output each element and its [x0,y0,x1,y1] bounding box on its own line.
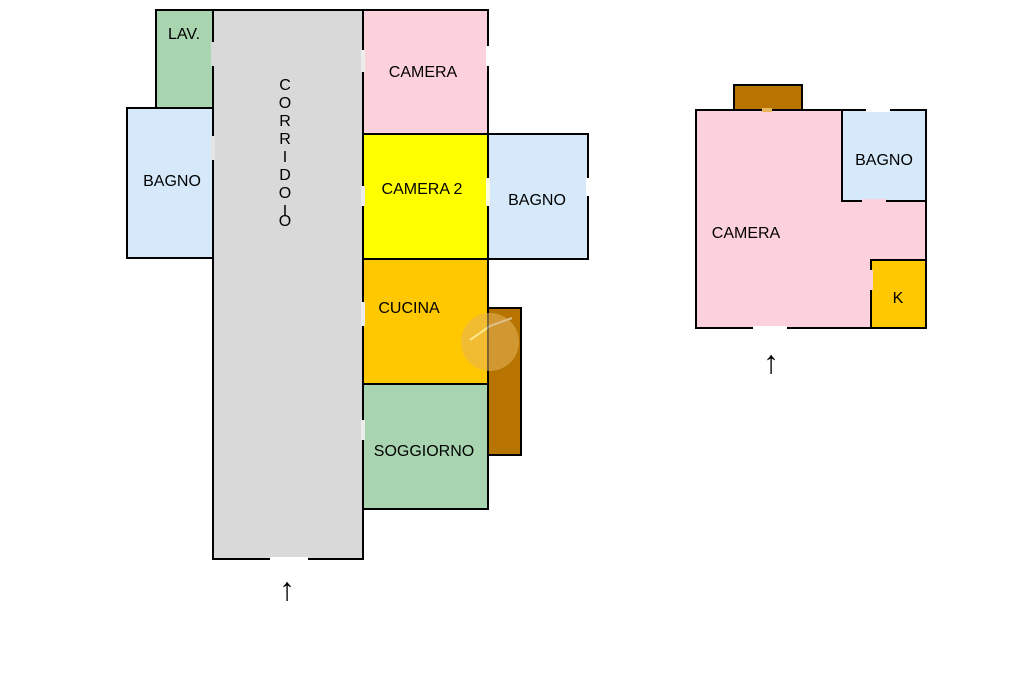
room-camera-2 [362,133,489,260]
label-bagno-right: BAGNO [855,152,913,169]
label-cucina: CUCINA [378,300,440,317]
room-bagno-west [126,107,214,259]
door-openings-left [211,42,590,561]
label-camera-2: CAMERA 2 [382,181,463,198]
entrance-arrow-left: ↑ [279,571,295,607]
entrance-arrow-right: ↑ [763,344,779,380]
room-k [870,259,927,329]
label-k: K [893,290,904,307]
door-openings-right [753,108,890,330]
left-floor-plan: LAV. C O R R I D O I O BAGNO CAMERA CAME… [126,9,590,607]
room-corridoio [212,9,364,560]
label-bagno-west: BAGNO [143,173,201,190]
label-bagno-east: BAGNO [508,192,566,209]
balcony-right [733,84,803,111]
room-soggiorno [362,383,489,510]
watermark-logo [461,313,519,371]
corridoio-letter: I [283,149,287,166]
room-camera [362,9,489,135]
corridoio-letter: D [279,167,291,184]
label-soggiorno: SOGGIORNO [374,443,474,460]
corridoio-letter: R [279,131,291,148]
room-cucina [362,258,489,385]
room-bagno-right [841,109,927,202]
corridoio-letter: I [283,203,287,220]
corridoio-letter: R [279,113,291,130]
room-lavanderia [155,9,214,109]
label-lavanderia: LAV. [168,26,200,43]
label-corridoio: C O R R I D O I O [279,77,291,230]
corridoio-letter: O [279,95,291,112]
corridoio-letter: C [279,77,291,94]
corridoio-letter: O [279,185,291,202]
label-camera-right: CAMERA [712,225,781,242]
right-floor-plan: BAGNO CAMERA K ↑ [695,84,927,380]
corridoio-letter: O [279,213,291,230]
label-camera: CAMERA [389,64,458,81]
room-bagno-east [487,133,589,260]
